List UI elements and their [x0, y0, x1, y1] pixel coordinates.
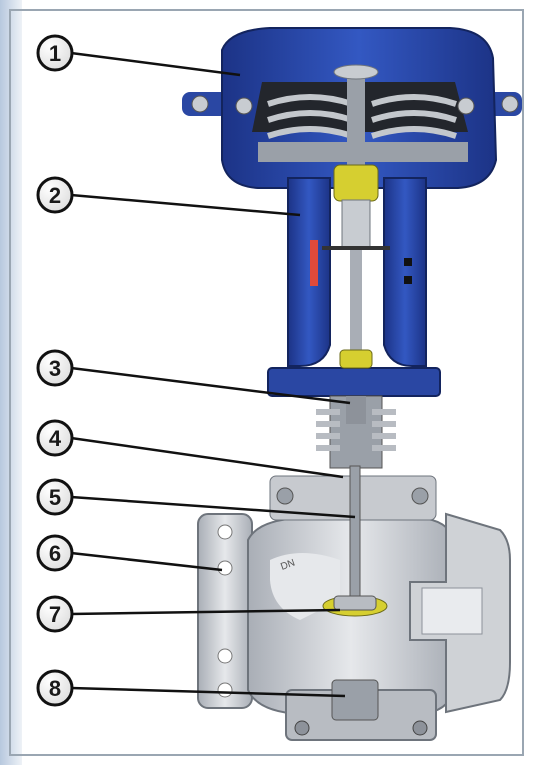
callout-number: 5: [49, 485, 61, 510]
valve-body: DN: [197, 465, 511, 741]
leader-line: [70, 51, 241, 77]
callout-3: 3: [36, 349, 351, 405]
yoke: [267, 164, 441, 397]
body-marking: DN: [279, 558, 296, 573]
callout-1: 1: [36, 34, 241, 77]
leader-line: [70, 193, 301, 217]
leader-line: [70, 366, 351, 405]
callout-2: 2: [36, 176, 301, 217]
callout-circle: [36, 669, 74, 707]
leader-line: [70, 686, 346, 698]
callout-circle: [36, 349, 74, 387]
leader-line: [70, 551, 223, 572]
leader-line: [70, 608, 341, 616]
callout-number: 6: [49, 541, 61, 566]
callout-6: 6: [36, 534, 223, 572]
callout-8: 8: [36, 669, 346, 707]
bonnet: [316, 395, 396, 469]
callout-number: 8: [49, 676, 61, 701]
leader-line: [70, 495, 356, 519]
callout-number: 4: [49, 426, 62, 451]
callout-number: 1: [49, 41, 61, 66]
callout-circle: [36, 534, 74, 572]
callout-number: 7: [49, 602, 61, 627]
callout-number: 3: [49, 356, 61, 381]
picture-frame: [9, 9, 524, 756]
callout-circle: [36, 478, 74, 516]
callout-circle: [36, 176, 74, 214]
leader-line: [70, 436, 344, 479]
callout-layer: 1 2 3 4 5 6 7 8: [36, 34, 356, 707]
actuator-housing: [182, 27, 522, 189]
actuator-springs: [267, 94, 457, 139]
callout-number: 2: [49, 183, 61, 208]
callout-circle: [36, 34, 74, 72]
callout-circle: [36, 595, 74, 633]
callout-5: 5: [36, 478, 356, 519]
callout-circle: [36, 419, 74, 457]
callout-4: 4: [36, 419, 344, 479]
callout-7: 7: [36, 595, 341, 633]
